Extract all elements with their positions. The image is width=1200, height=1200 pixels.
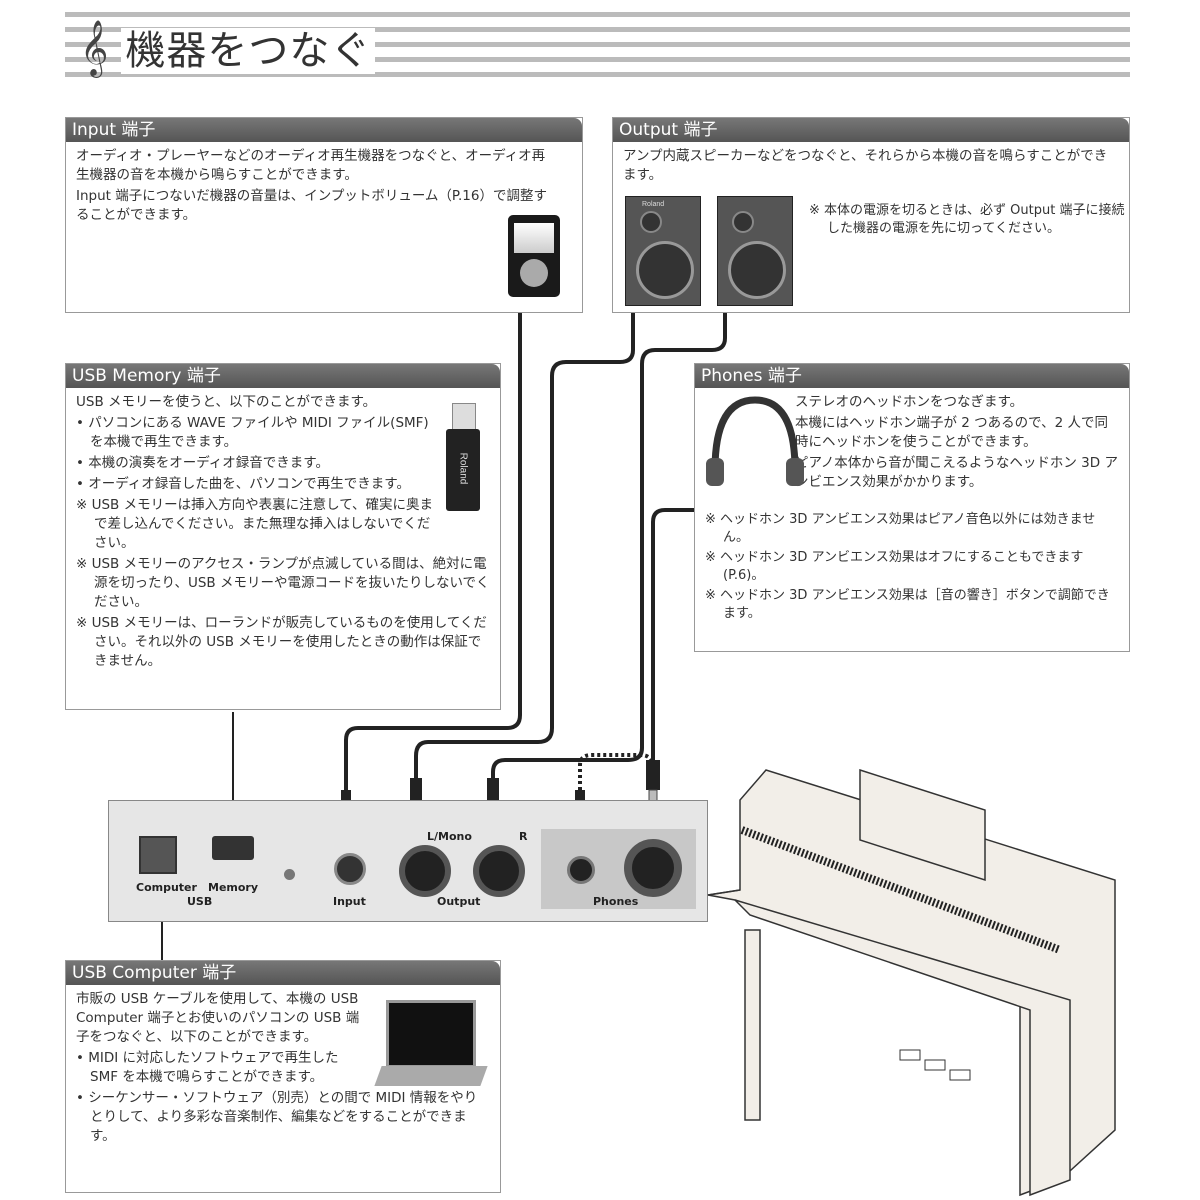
phones-label: Phones [593, 895, 639, 908]
input-text: オーディオ・プレーヤーなどのオーディオ再生機器をつなぐと、オーディオ再生機器の音… [76, 148, 546, 183]
treble-clef-icon: 𝄞 [80, 20, 110, 76]
output-l-cable [414, 308, 635, 778]
input-jack[interactable] [334, 853, 366, 885]
phones-note: ※ ヘッドホン 3D アンビエンス効果はピアノ音色以外には効きません。 [705, 512, 1096, 545]
phones-plug [646, 760, 660, 790]
memory-label: Memory [208, 881, 259, 894]
usb-memory-note: ※ USB メモリーは、ローランドが販売しているものを使用してください。それ以外… [76, 615, 487, 669]
output-r-jack[interactable] [473, 845, 525, 897]
phones-text: ピアノ本体から音が聞こえるようなヘッドホン 3D アンビエンス効果がかかります。 [795, 455, 1118, 490]
output-note: ※ 本体の電源を切るときは、必ず Output 端子に接続した機器の電源を先に切… [809, 203, 1125, 236]
rear-panel: Computer Memory USB Input L/Mono R Outpu… [108, 800, 708, 922]
title-staff-lines [65, 12, 1130, 78]
usb-memory-intro: USB メモリーを使うと、以下のことができます。 [76, 394, 377, 410]
usb-memory-bullet: • オーディオ録音した曲を、パソコンで再生できます。 [76, 476, 410, 492]
laptop-image [374, 1000, 488, 1090]
usb-memory-bullet: • パソコンにある WAVE ファイルや MIDI ファイル(SMF)を本機で再… [76, 415, 429, 450]
usb-stick-image: Roland [446, 403, 480, 521]
output-header: Output 端子 [613, 118, 1129, 142]
output-r-cable [491, 308, 727, 778]
phones-jack[interactable] [624, 839, 682, 897]
phones-header: Phones 端子 [695, 364, 1129, 388]
output-l-jack[interactable] [399, 845, 451, 897]
speaker-left-image: Roland [625, 196, 701, 306]
output-label: Output [437, 895, 481, 908]
input-text: Input 端子につないだ機器の音量は、インプットボリューム（P.16）で調整す… [76, 188, 547, 223]
usb-memory-header: USB Memory 端子 [66, 364, 500, 388]
usb-memory-note: ※ USB メモリーは挿入方向や表裏に注意して、確実に奥まで差し込んでください。… [76, 497, 434, 551]
usb-stick-brand-label: Roland [457, 452, 469, 485]
phones-section: Phones 端子 ステレオのヘッドホンをつなぎます。 本機にはヘッドホン端子が… [694, 363, 1130, 652]
input-header: Input 端子 [66, 118, 582, 142]
usb-label: USB [187, 895, 213, 908]
output-text: アンプ内蔵スピーカーなどをつなぐと、それらから本機の音を鳴らすことができます。 [623, 148, 1108, 183]
usb-computer-bullet: • シーケンサー・ソフトウェア（別売）との間で MIDI 情報をやりとりして、よ… [76, 1090, 478, 1144]
input-cable [344, 298, 522, 790]
output-l-plug [410, 778, 422, 806]
usb-computer-header: USB Computer 端子 [66, 961, 500, 985]
computer-label: Computer [136, 881, 197, 894]
usb-memory-section: USB Memory 端子 USB メモリーを使うと、以下のことができます。 •… [65, 363, 501, 710]
phones-note: ※ ヘッドホン 3D アンビエンス効果はオフにすることもできます(P.6)。 [705, 550, 1084, 583]
r-label: R [519, 830, 528, 843]
page-title-text: 機器をつなぐ [121, 28, 376, 74]
usb-computer-intro: 市販の USB ケーブルを使用して、本機の USB Computer 端子とお使… [76, 991, 360, 1045]
phones-text: 本機にはヘッドホン端子が 2 つあるので、2 人で同時にヘッドホンを使うことがで… [795, 415, 1109, 450]
usb-memory-port[interactable] [212, 836, 254, 860]
page-title: 𝄞機器をつなぐ [80, 18, 376, 77]
usb-memory-note: ※ USB メモリーのアクセス・ランプが点滅している間は、絶対に電源を切ったり、… [76, 556, 490, 610]
phones-text: ステレオのヘッドホンをつなぎます。 [795, 394, 1024, 410]
output-r-plug [487, 778, 499, 806]
speaker-brand-label: Roland [642, 201, 665, 208]
phones-note: ※ ヘッドホン 3D アンビエンス効果は［音の響き］ボタンで調節できます。 [705, 588, 1110, 621]
l-mono-label: L/Mono [427, 830, 472, 843]
usb-computer-bullet: • MIDI に対応したソフトウェアで再生した SMF を本機で鳴らすことができ… [76, 1050, 339, 1085]
phones-dotted-cable [578, 753, 654, 790]
input-section: Input 端子 オーディオ・プレーヤーなどのオーディオ再生機器をつなぐと、オー… [65, 117, 583, 313]
usb-memory-bullet: • 本機の演奏をオーディオ録音できます。 [76, 455, 329, 471]
usb-computer-port[interactable] [139, 836, 177, 874]
audio-player-image [508, 215, 560, 297]
input-label: Input [333, 895, 366, 908]
phones-mini-jack[interactable] [567, 856, 595, 884]
speaker-right-image [717, 196, 793, 306]
screw-icon [284, 869, 295, 880]
